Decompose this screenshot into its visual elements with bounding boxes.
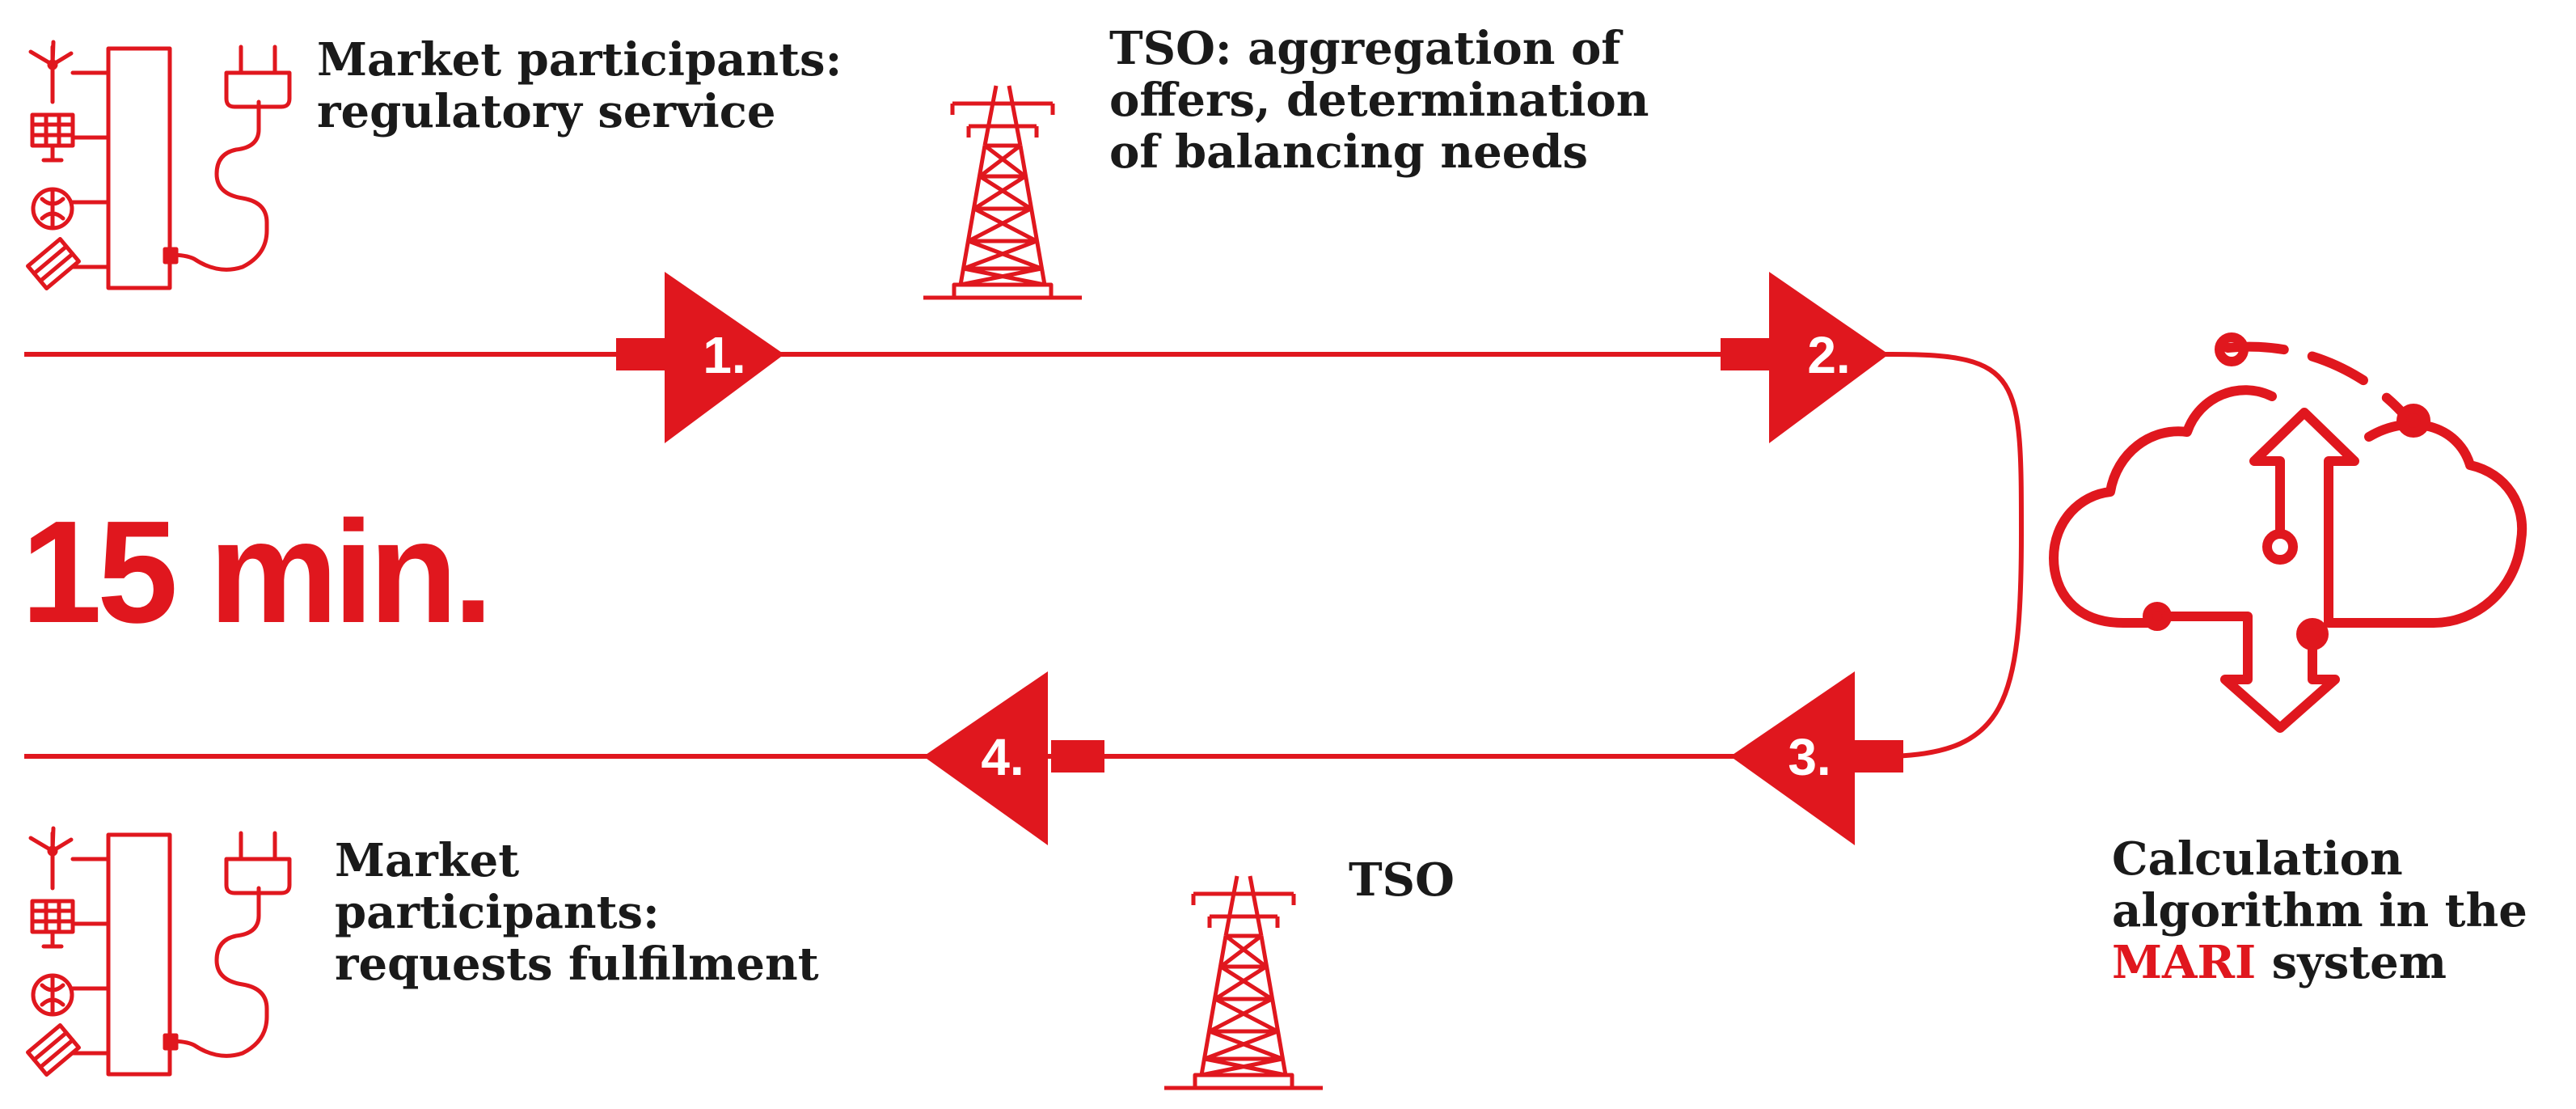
market-participants-regulatory-label: Market participants: regulatory service bbox=[317, 34, 842, 138]
tso-label: TSO bbox=[1349, 853, 1455, 907]
step-number-3: 3. bbox=[1788, 728, 1831, 786]
step-marker-1: 1. bbox=[616, 272, 784, 443]
step-number-2: 2. bbox=[1807, 326, 1850, 384]
step-marker-4: 4. bbox=[923, 671, 1104, 845]
label-line: Market participants: bbox=[317, 33, 842, 87]
transmission-tower-icon bbox=[923, 86, 1082, 298]
label-line: TSO: aggregation of bbox=[1109, 22, 1621, 75]
label-line: MARI system bbox=[2112, 937, 2527, 988]
step-marker-2: 2. bbox=[1721, 272, 1889, 443]
return-arc bbox=[1891, 352, 2025, 759]
energy-sources-plug-icon bbox=[28, 828, 289, 1075]
calculation-algorithm-label: Calculation algorithm in the MARI system bbox=[2112, 833, 2527, 988]
energy-sources-plug-icon bbox=[28, 42, 289, 289]
label-line: requests fulfilment bbox=[335, 938, 819, 991]
label-line: of balancing needs bbox=[1109, 125, 1589, 179]
label-line: participants: bbox=[335, 886, 660, 939]
tso-aggregation-label: TSO: aggregation of offers, determinatio… bbox=[1109, 23, 1649, 178]
cycle-duration: 15 min. bbox=[21, 491, 493, 654]
label-line: Calculation bbox=[2112, 832, 2403, 886]
mari-highlight: MARI bbox=[2112, 936, 2257, 989]
label-line-rest: system bbox=[2256, 936, 2447, 989]
label-line: Market bbox=[335, 834, 520, 887]
step-number-1: 1. bbox=[703, 326, 745, 384]
step-marker-3: 3. bbox=[1730, 671, 1903, 845]
market-participants-requests-label: Market participants: requests fulfilment bbox=[335, 835, 819, 990]
cloud-exchange-icon bbox=[2054, 337, 2522, 728]
label-line: regulatory service bbox=[317, 85, 776, 138]
label-line: offers, determination bbox=[1109, 74, 1649, 127]
transmission-tower-icon bbox=[1164, 876, 1323, 1088]
label-line: algorithm in the bbox=[2112, 884, 2527, 938]
step-number-4: 4. bbox=[981, 728, 1024, 786]
